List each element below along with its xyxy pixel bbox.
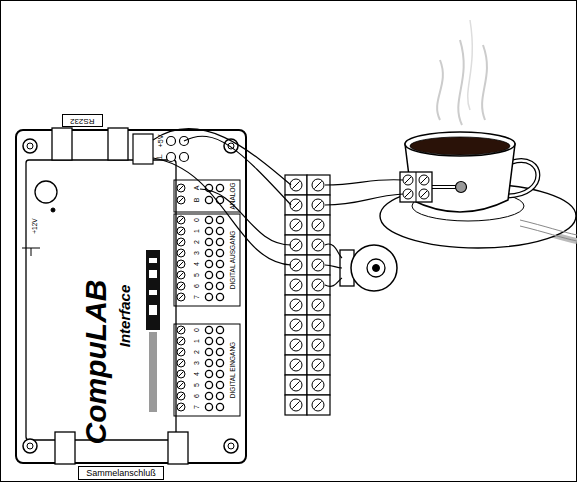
board-label: 4 xyxy=(193,372,200,376)
potentiometer-symbol xyxy=(340,245,397,291)
temperature-sensor xyxy=(400,172,467,202)
board-label: 0 xyxy=(193,328,200,332)
board-label: 0 xyxy=(193,218,200,222)
board-label: ⊥ xyxy=(156,154,164,161)
wires xyxy=(153,129,403,287)
board-label: 2 xyxy=(193,240,200,244)
board-label: 7 xyxy=(193,295,200,299)
board-label: 3 xyxy=(193,361,200,365)
board-label: B xyxy=(193,198,200,203)
board-label: 6 xyxy=(193,284,200,288)
connector-label: RS232 xyxy=(62,114,103,127)
connector-name: RS232 xyxy=(70,117,94,125)
pin-strip xyxy=(177,184,224,411)
board-label: 1 xyxy=(193,229,200,233)
product-name: CompuLAB xyxy=(81,280,111,445)
product-name: Interface xyxy=(117,285,132,348)
board-label: 5 xyxy=(193,383,200,387)
board-label: DIGITAL AUSGANG xyxy=(230,231,237,290)
board-label: 6 xyxy=(193,394,200,398)
board-label: ANALOG xyxy=(230,182,237,209)
board-label: A xyxy=(193,186,200,191)
board-label: DIGITAL EINGANG xyxy=(230,342,237,398)
board-label: 1 xyxy=(193,339,200,343)
board-label: 4 xyxy=(193,262,200,266)
terminal-block xyxy=(285,175,330,415)
board-label: +12V xyxy=(32,218,39,233)
connector-label: Sammelanschluß xyxy=(78,466,164,480)
board-label: 5 xyxy=(193,273,200,277)
coffee-cup xyxy=(380,20,577,248)
board-label: 3 xyxy=(193,251,200,255)
board-label: +5V xyxy=(157,135,164,148)
interface-board xyxy=(16,128,246,464)
connector-name: Sammelanschluß xyxy=(86,469,156,478)
board-label: 7 xyxy=(193,405,200,409)
board-label: 2 xyxy=(193,350,200,354)
